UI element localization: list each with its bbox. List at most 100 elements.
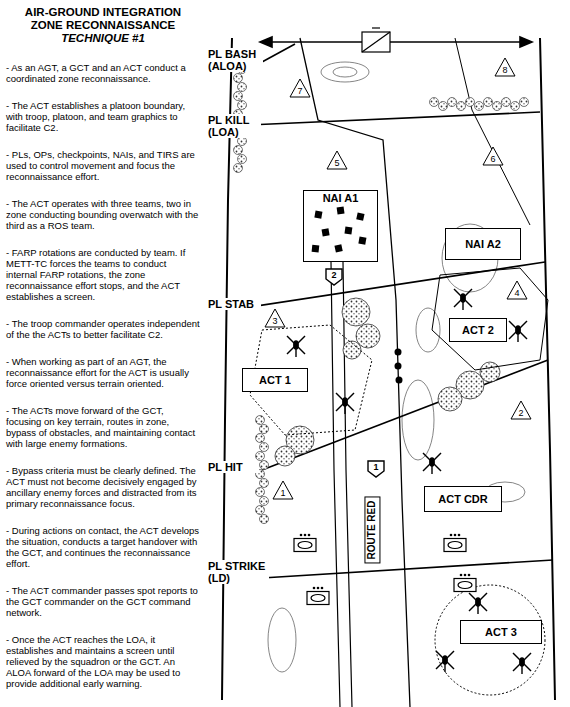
vehicle-body	[294, 539, 316, 552]
checkpoint-number: 3	[264, 316, 286, 326]
unit-label-box: NAI A2	[445, 228, 521, 260]
ground-vehicles	[294, 534, 476, 605]
phase-line-label: PL KILL (LOA)	[207, 114, 261, 138]
map-graphic	[395, 349, 402, 356]
tree	[520, 98, 529, 107]
fuselage	[343, 398, 347, 406]
vehicle-symbol	[294, 534, 316, 552]
helicopter-symbol	[423, 453, 441, 474]
map-graphic	[356, 324, 380, 348]
tree	[475, 102, 484, 111]
tree	[430, 98, 439, 107]
helicopter-symbol	[509, 321, 527, 342]
vehicle-track	[458, 582, 472, 589]
map-graphic	[520, 37, 532, 47]
tree	[234, 164, 243, 173]
vehicle-body	[454, 579, 476, 592]
tree	[238, 101, 247, 110]
tail	[444, 664, 445, 672]
shape-fill	[507, 281, 527, 299]
checkpoint-triangle: 1	[272, 480, 294, 500]
note-bullet: - The troop commander operates independe…	[6, 318, 200, 340]
checkpoint-triangle: 4	[506, 280, 528, 300]
shape-fill	[495, 58, 515, 76]
map-graphic	[314, 211, 322, 219]
checkpoint-number: 5	[326, 158, 348, 168]
box-label: ACT 1	[259, 374, 291, 386]
phase-line-label: PL STRIKE (LD)	[207, 560, 269, 584]
note-bullet: - PLs, OPs, checkpoints, NAIs, and TIRS …	[6, 149, 200, 182]
dots	[395, 349, 403, 384]
box-label: ACT 3	[485, 626, 517, 638]
map-graphic	[438, 387, 462, 411]
map-graphic	[455, 38, 530, 225]
fuselage	[443, 656, 447, 664]
nai-box: NAI A1	[303, 190, 378, 262]
vehicle-track	[448, 542, 462, 549]
helicopter-symbol	[513, 653, 531, 674]
shape-fill	[273, 481, 293, 499]
map-graphic	[260, 37, 272, 47]
tree	[511, 102, 520, 111]
shape-fill	[368, 461, 384, 477]
tree	[466, 98, 475, 107]
route-name: ROUTE RED	[364, 497, 380, 564]
vehicle-symbol	[444, 534, 466, 552]
tree	[234, 92, 243, 101]
vehicle-dot	[304, 534, 307, 537]
fuselage	[516, 326, 520, 334]
map-graphic	[372, 27, 380, 28]
fuselage	[430, 458, 434, 466]
map-graphic	[321, 62, 369, 82]
checkpoint-number: 6	[482, 154, 504, 164]
map-graphic	[268, 608, 296, 672]
helicopter-symbol	[436, 651, 454, 672]
map-graphic	[312, 245, 320, 253]
tree	[439, 102, 448, 111]
tree	[238, 83, 247, 92]
note-bullet: - During actions on contact, the ACT dev…	[6, 525, 200, 569]
map-graphic	[435, 585, 545, 695]
map-graphic	[333, 67, 357, 77]
box-label: ACT 2	[462, 324, 494, 336]
fuselage	[461, 294, 465, 302]
map-graphic	[362, 32, 390, 52]
checkpoint-number: 7	[289, 86, 311, 96]
contours	[268, 62, 525, 672]
tree	[256, 506, 265, 515]
map-graphic	[262, 44, 295, 62]
map-graphic	[395, 363, 402, 370]
top-arrow	[260, 37, 532, 47]
map-graphic	[402, 380, 434, 460]
diagram-title: AIR-GROUND INTEGRATION ZONE RECONNAISSAN…	[18, 6, 188, 32]
tree	[493, 102, 502, 111]
fuselage	[476, 598, 480, 606]
map-graphic	[356, 212, 364, 220]
note-bullet: - Bypass criteria must be clearly define…	[6, 465, 200, 509]
tree	[260, 425, 269, 434]
tail	[344, 406, 345, 414]
tail	[517, 334, 518, 342]
box-label: NAI A1	[323, 192, 359, 204]
vehicle-track	[311, 595, 325, 602]
vehicle-body	[307, 592, 329, 605]
map-graphic	[362, 32, 390, 52]
checkpoint-triangle: 2	[510, 400, 532, 420]
unit-label-box: ACT 1	[242, 368, 308, 392]
phase-lines	[243, 44, 553, 578]
vehicle-body	[444, 539, 466, 552]
checkpoint-number: 1	[367, 462, 385, 472]
route-checkpoint: 1	[367, 460, 385, 478]
tree-clumps	[275, 298, 500, 466]
map-graphic	[344, 227, 352, 235]
tree	[260, 497, 269, 506]
map-graphic	[262, 560, 553, 578]
vehicle-symbol	[307, 587, 329, 605]
vehicle-dot	[300, 534, 303, 537]
map-graphic	[358, 237, 366, 245]
map-graphic	[266, 41, 526, 43]
vehicle-dot	[464, 574, 467, 577]
tree	[457, 102, 466, 111]
shape-fill	[326, 269, 342, 285]
map-graphic	[343, 262, 352, 707]
